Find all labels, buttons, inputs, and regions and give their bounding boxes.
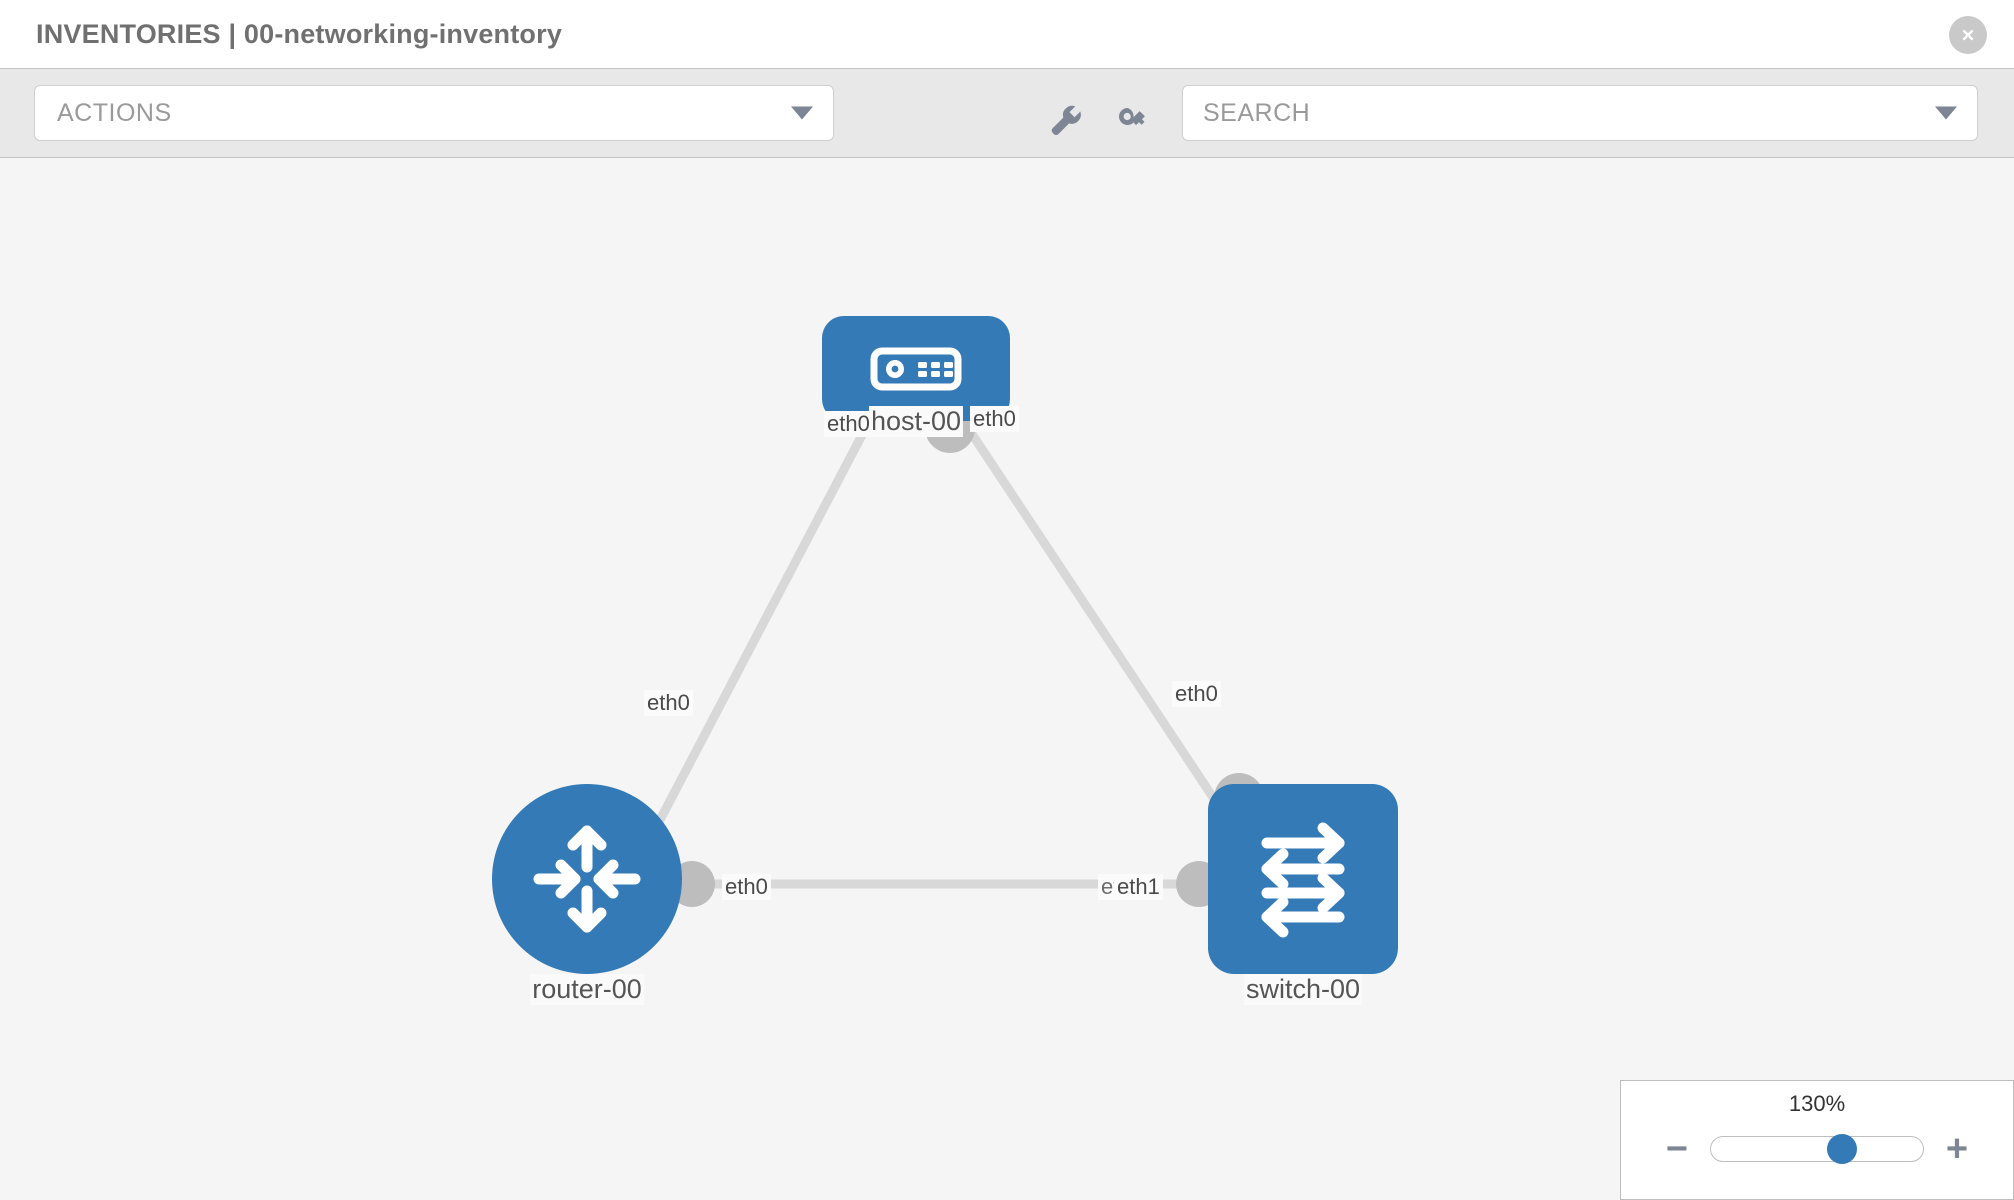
zoom-level-value: 130% [1788,1091,1846,1116]
actions-dropdown[interactable]: ACTIONS [34,85,834,141]
node-router-00-label: router-00 [530,974,644,1005]
zoom-in-button[interactable]: + [1945,1128,1969,1170]
page-header: INVENTORIES | 00-networking-inventory [0,0,2014,68]
router-icon [533,825,641,933]
zoom-slider-row: − + [1621,1129,2013,1169]
chevron-down-icon [1935,106,1957,120]
search-placeholder: SEARCH [1203,98,1311,127]
actions-dropdown-label: ACTIONS [57,98,172,127]
node-router-00-shape[interactable] [492,784,682,974]
node-host-00-label: host-00 [868,406,964,437]
port-label-host-left[interactable]: eth0 [824,411,873,437]
key-icon[interactable] [1110,97,1154,141]
port-label-router-up[interactable]: eth0 [644,690,693,716]
zoom-out-button[interactable]: − [1665,1128,1689,1170]
port-label-router-right[interactable]: eth0 [722,874,771,900]
wrench-icon[interactable] [1042,97,1086,141]
link-host-switch[interactable] [956,413,1236,829]
port-label-switch-left[interactable]: eth1 [1114,874,1163,900]
page-title: INVENTORIES | 00-networking-inventory [36,18,563,49]
node-host-00-shape[interactable] [822,316,1010,421]
topology-links [636,403,1264,907]
port-label-host-right[interactable]: eth0 [970,406,1019,432]
switch-icon [1261,822,1345,938]
port-label-switch-up[interactable]: eth0 [1172,681,1221,707]
link-host-router[interactable] [636,413,876,861]
zoom-control-panel: 130% − + [1620,1080,2014,1200]
node-switch-00-shape[interactable] [1208,784,1398,974]
chevron-down-icon [791,106,813,120]
toolbar: ACTIONS SEARCH [0,68,2014,158]
node-router-00[interactable]: router-00 [492,784,682,1014]
zoom-slider[interactable] [1710,1134,1924,1164]
close-icon[interactable] [1949,16,1987,54]
zoom-slider-thumb[interactable] [1827,1134,1858,1164]
search-input[interactable]: SEARCH [1182,85,1978,141]
server-icon [870,347,962,390]
node-switch-00[interactable]: switch-00 [1208,784,1398,1014]
topology-canvas[interactable]: host-00 [0,158,2014,1200]
node-host-00[interactable]: host-00 [822,316,1010,446]
node-switch-00-label: switch-00 [1243,974,1363,1005]
